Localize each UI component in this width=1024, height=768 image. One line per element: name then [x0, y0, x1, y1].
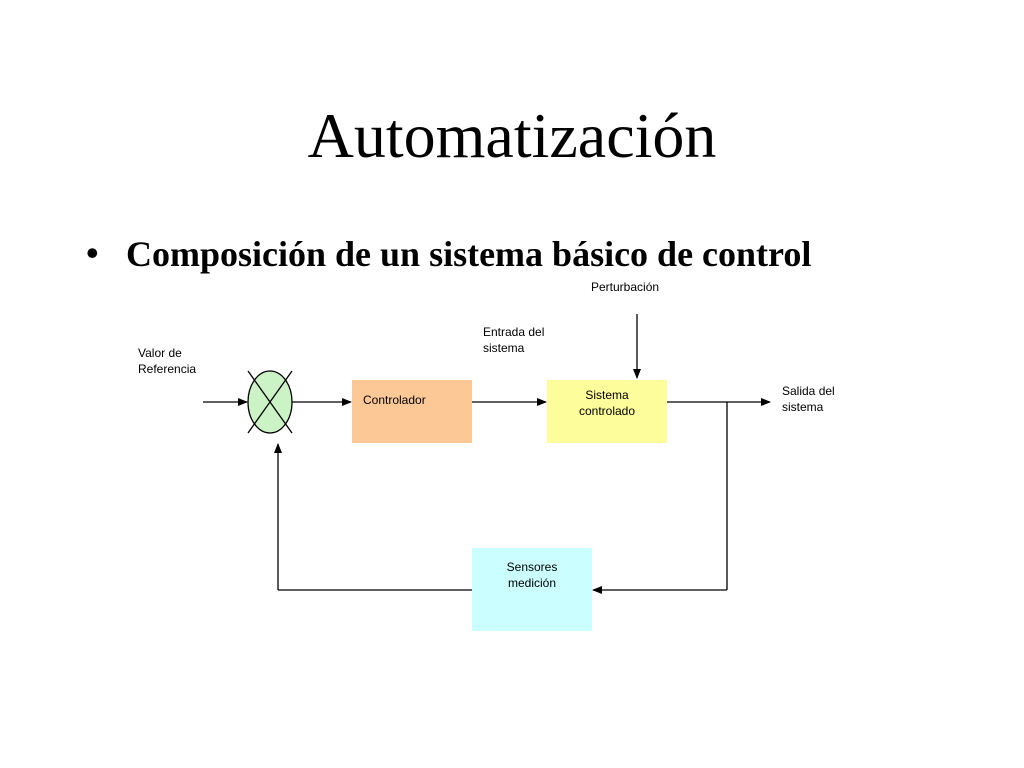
sensors-block-label: Sensores medición — [472, 559, 592, 591]
system-output-label: Salida del sistema — [782, 383, 835, 415]
bullet-marker: • — [86, 233, 99, 273]
bullet-text: Composición de un sistema básico de cont… — [126, 234, 812, 274]
summing-junction-cross-b — [247, 370, 293, 434]
sensors-block — [472, 548, 592, 631]
plant-block-label-line2: controlado — [578, 404, 636, 418]
plant-block-label-line1: Sistema — [585, 388, 629, 402]
system-input-label-line2: sistema — [483, 341, 525, 355]
sensors-block-label-line2: medición — [507, 576, 557, 590]
system-input-label: Entrada del sistema — [483, 324, 544, 356]
reference-label-line1: Valor de — [138, 346, 182, 360]
plant-block — [547, 380, 667, 443]
system-output-label-line2: sistema — [782, 400, 824, 414]
disturbance-label: Perturbación — [591, 280, 660, 294]
slide-title: Automatización — [307, 100, 717, 171]
plant-block-label: Sistema controlado — [547, 387, 667, 419]
controller-block — [352, 380, 472, 443]
system-output-label-line1: Salida del — [782, 384, 835, 398]
sensors-block-label-line1: Sensores — [506, 560, 558, 574]
system-input-label-line1: Entrada del — [483, 325, 545, 339]
reference-label: Valor de Referencia — [138, 345, 196, 377]
controller-block-label: Controlador — [363, 393, 426, 407]
reference-label-line2: Referencia — [138, 362, 197, 376]
